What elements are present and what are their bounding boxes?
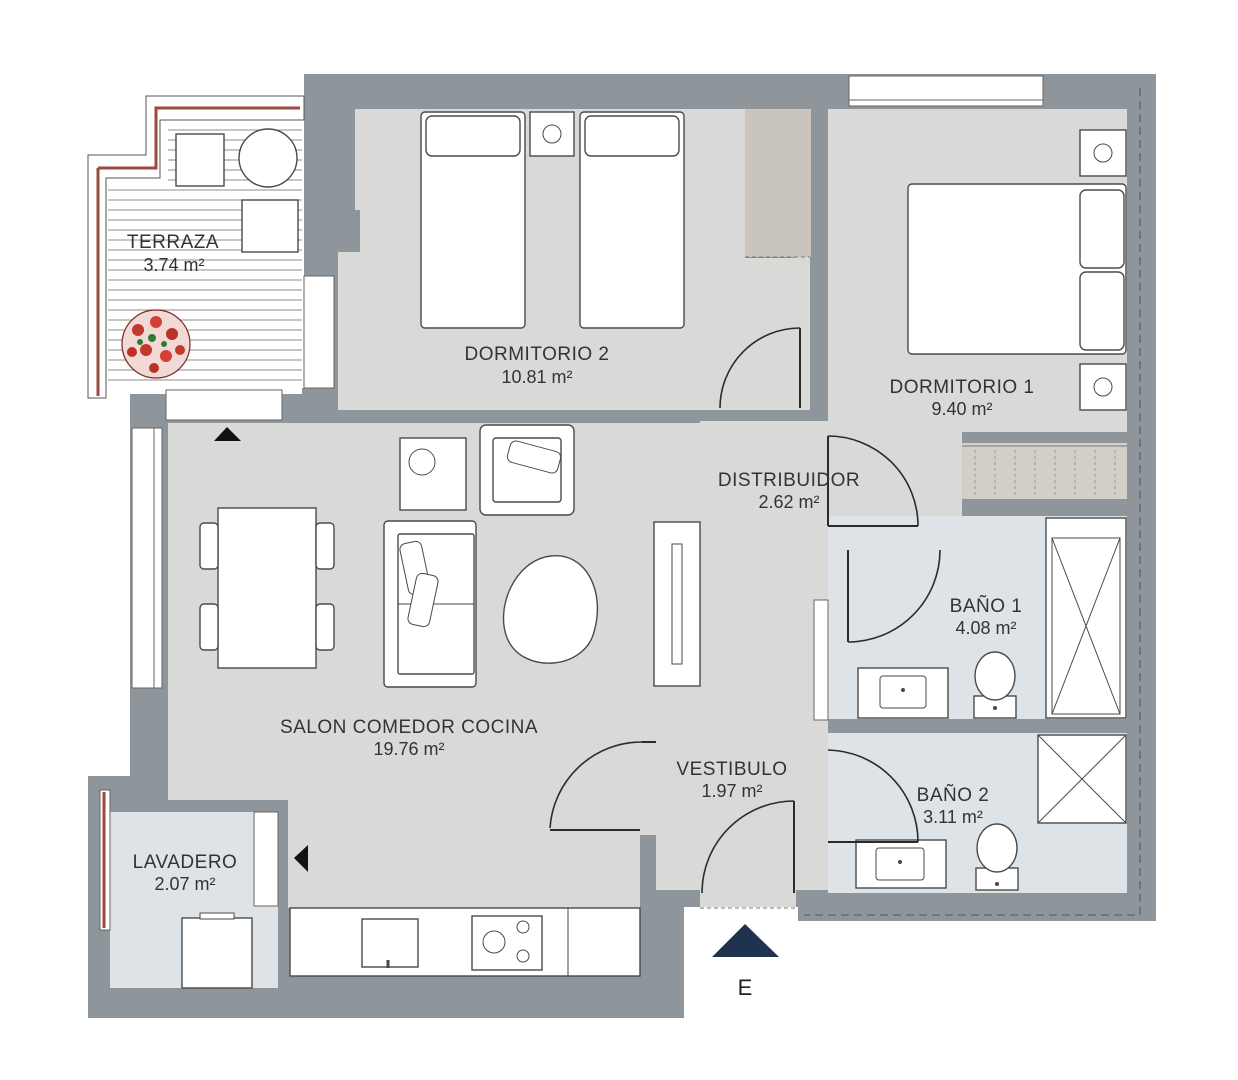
dormitorio-1-name: DORMITORIO 1 — [890, 377, 1035, 398]
pillow — [1079, 271, 1125, 351]
dining-chair — [199, 522, 219, 570]
terrace-chair — [241, 199, 299, 253]
nightstand — [1079, 129, 1127, 177]
tv-icon — [671, 543, 683, 665]
terrace-chair — [175, 133, 225, 187]
boundary-line — [804, 88, 1141, 916]
cooktop-icon — [471, 915, 543, 971]
bathroom-1-fixtures — [857, 517, 1127, 719]
dining-table — [217, 507, 317, 669]
distribuidor-area: 2.62 m² — [758, 492, 819, 512]
dormitorio-2-name: DORMITORIO 2 — [465, 344, 610, 365]
door-entrance[interactable] — [701, 800, 795, 894]
entrance-marker-icon — [712, 924, 779, 957]
windows — [131, 75, 1044, 907]
double-bed — [907, 183, 1127, 355]
door-dormitorio-1[interactable] — [827, 435, 919, 527]
toilet-icon — [974, 651, 1016, 701]
door-bano-1[interactable] — [847, 549, 941, 643]
lamp-icon — [542, 124, 562, 144]
bano-1-name: BAÑO 1 — [950, 595, 1023, 617]
nightstand — [1079, 363, 1127, 411]
terrace-table — [238, 128, 298, 188]
salon-area: 19.76 m² — [373, 739, 444, 759]
bano-1-area: 4.08 m² — [955, 618, 1016, 638]
entrance-label: E — [738, 975, 753, 1000]
living-room-furniture — [199, 424, 701, 977]
lavadero-name: LAVADERO — [133, 852, 238, 873]
arrow-left-icon — [294, 845, 308, 872]
lavadero-area: 2.07 m² — [154, 874, 215, 894]
doors — [549, 327, 941, 909]
side-table — [399, 437, 467, 511]
cushion — [407, 572, 439, 628]
dining-chair — [199, 603, 219, 651]
pillow — [584, 115, 680, 157]
terrace — [87, 95, 305, 399]
lamp-icon — [408, 448, 436, 476]
bano-2-name: BAÑO 2 — [917, 784, 990, 806]
pillow — [425, 115, 521, 157]
bathroom-2-fixtures — [855, 734, 1127, 891]
salon-name: SALON COMEDOR COCINA — [280, 717, 538, 738]
door-dormitorio-2[interactable] — [719, 327, 801, 409]
distribuidor-name: DISTRIBUIDOR — [718, 470, 860, 491]
single-bed — [420, 111, 526, 329]
door-bano-2[interactable] — [827, 749, 919, 843]
cushion — [506, 440, 562, 474]
bano-2-area: 3.11 m² — [923, 807, 983, 827]
dining-chair — [315, 522, 335, 570]
terraza-area: 3.74 m² — [143, 255, 204, 275]
terraza-name: TERRAZA — [127, 232, 219, 253]
room-labels: TERRAZA 3.74 m² DORMITORIO 2 10.81 m² DO… — [127, 232, 1035, 894]
pillow — [1079, 189, 1125, 269]
single-bed — [579, 111, 685, 329]
lamp-icon — [1093, 143, 1113, 163]
washing-machine — [181, 917, 253, 989]
vestibulo-area: 1.97 m² — [701, 781, 762, 801]
dormitorio-2-area: 10.81 m² — [501, 367, 572, 387]
toilet-icon — [976, 823, 1018, 873]
bedroom-1-furniture — [907, 129, 1127, 498]
coffee-table — [502, 555, 599, 664]
dining-chair — [315, 603, 335, 651]
laundry-fixtures — [99, 789, 253, 989]
dormitorio-1-area: 9.40 m² — [931, 399, 992, 419]
arrow-up-icon — [214, 427, 241, 441]
bedroom-2-furniture — [420, 111, 810, 329]
plant-icon — [121, 309, 191, 379]
wardrobe — [962, 445, 1127, 498]
kitchen-counter — [289, 907, 641, 977]
vestibulo-name: VESTIBULO — [676, 759, 787, 780]
lamp-icon — [1093, 377, 1113, 397]
door-salon[interactable] — [549, 741, 643, 829]
sink-icon — [361, 918, 419, 968]
